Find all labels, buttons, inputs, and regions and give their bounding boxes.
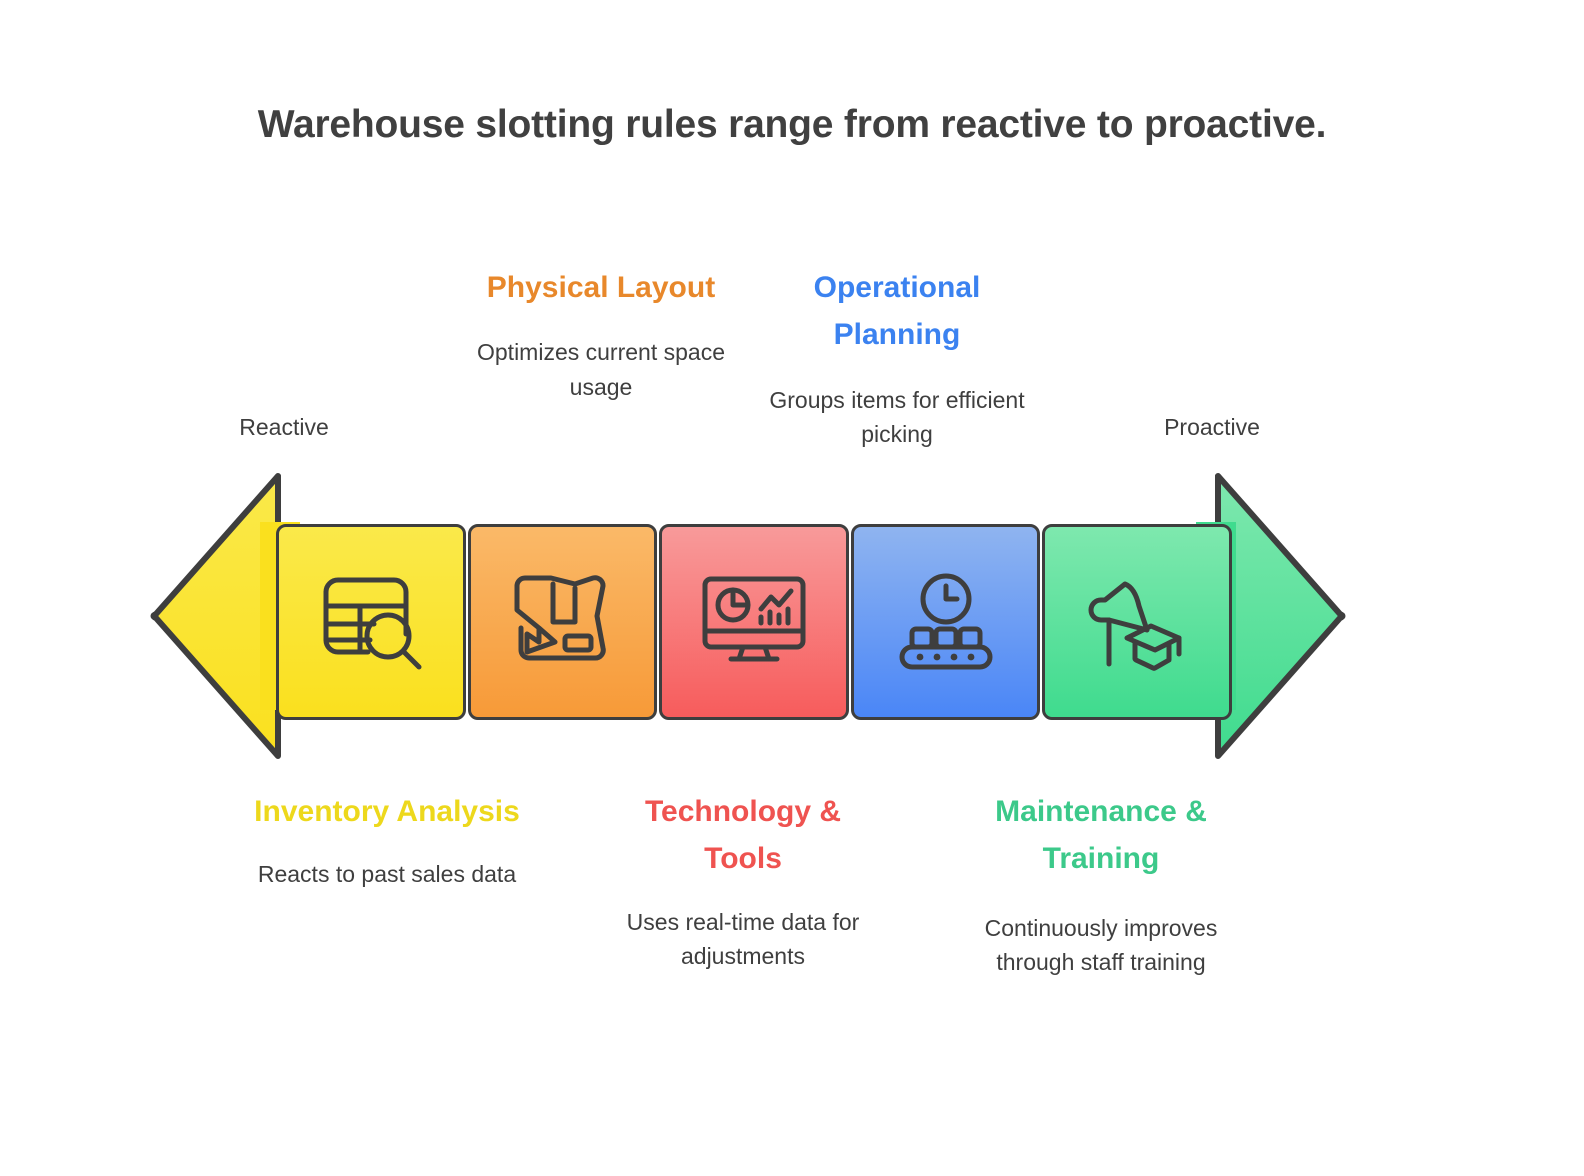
flag-graduation-icon <box>1083 572 1191 672</box>
label-description: Reacts to past sales data <box>257 861 517 888</box>
stage-box-row <box>276 524 1232 720</box>
reactive-endpoint-label: Reactive <box>239 414 329 440</box>
stage-box-maintenance-training[interactable] <box>1042 524 1232 720</box>
conveyor-clock-icon <box>894 571 998 673</box>
label-description: Uses real-time data for adjustments <box>626 908 860 970</box>
label-physical-layout: Physical Layout Optimizes current space … <box>462 264 740 404</box>
label-maintenance-training: Maintenance & Training Continuously impr… <box>962 788 1240 980</box>
label-heading: Maintenance & Training <box>995 795 1207 876</box>
stage-box-inventory-analysis[interactable] <box>276 524 466 720</box>
label-heading: Inventory Analysis <box>254 795 520 828</box>
stage-box-physical-layout[interactable] <box>467 524 658 720</box>
label-heading: Technology & Tools <box>644 795 842 876</box>
proactive-endpoint-label: Proactive <box>1164 414 1260 440</box>
label-technology-tools: Technology & Tools Uses real-time data f… <box>604 788 882 974</box>
label-description: Continuously improves through staff trai… <box>984 914 1218 976</box>
label-heading: Operational Planning <box>813 271 981 352</box>
dashboard-monitor-icon <box>699 573 809 671</box>
label-operational-planning: Operational Planning Groups items for ef… <box>758 264 1036 452</box>
right-arrowhead <box>1215 473 1346 759</box>
stage-box-technology-tools[interactable] <box>659 524 849 720</box>
left-arrowhead <box>150 473 281 759</box>
floor-plan-icon <box>509 570 615 674</box>
label-description: Groups items for efficient picking <box>769 386 1025 448</box>
page-title: Warehouse slotting rules range from reac… <box>257 103 1327 146</box>
label-description: Optimizes current space usage <box>477 339 725 400</box>
stage-box-operational-planning[interactable] <box>850 524 1041 720</box>
table-search-icon <box>316 570 426 674</box>
label-heading: Physical Layout <box>486 271 716 304</box>
label-inventory-analysis: Inventory Analysis Reacts to past sales … <box>248 788 526 892</box>
